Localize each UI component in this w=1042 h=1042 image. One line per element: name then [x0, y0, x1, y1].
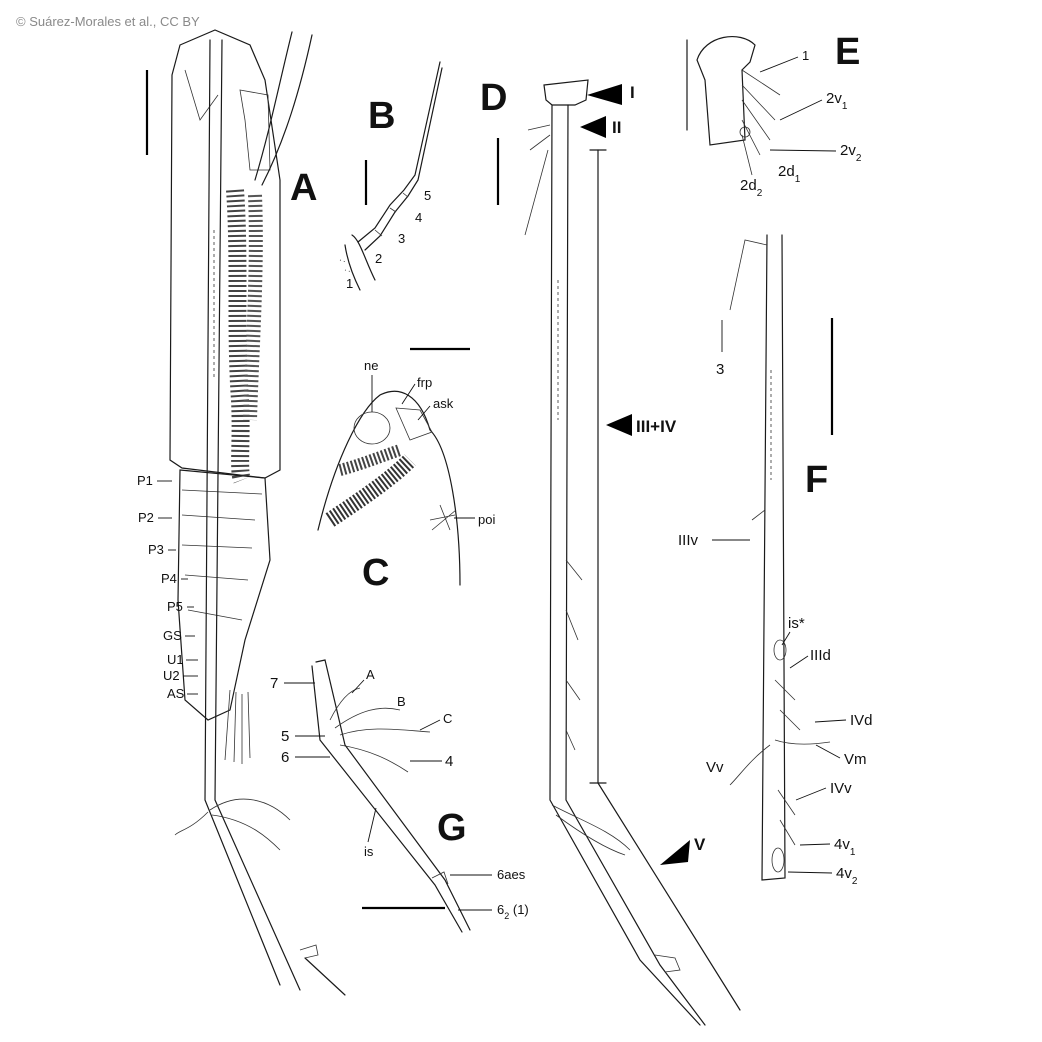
label-b-5: 5 [424, 188, 431, 203]
label-ask: ask [433, 396, 454, 411]
label-b-1: 1 [346, 276, 353, 291]
panel-f-letter: F [805, 459, 828, 501]
label-e-2v2: 2v2 [840, 142, 862, 164]
panel-c-drawing [317, 347, 470, 586]
label-g-6-2-1: 62 (1) [497, 902, 529, 921]
label-b-2: 2 [375, 251, 382, 266]
label-g-4: 4 [445, 753, 453, 770]
arrow-label-iii-iv: III+IV [636, 417, 677, 436]
label-g-7: 7 [270, 675, 278, 692]
label-f-4v1: 4v1 [834, 836, 856, 858]
label-poi: poi [478, 512, 495, 527]
panel-b-drawing [339, 61, 443, 291]
label-p5: P5 [167, 599, 183, 614]
panel-d-arrow-labels: I II III+IV V [612, 83, 706, 854]
label-g-a: A [366, 667, 375, 682]
panel-g-drawing [311, 659, 471, 933]
label-g-6aes: 6aes [497, 867, 526, 882]
label-gs: GS [163, 628, 182, 643]
panel-e-labels: 1 2v1 2v2 2d1 2d2 [740, 48, 862, 199]
panel-d-letter: D [480, 77, 507, 119]
label-g-5: 5 [281, 728, 289, 745]
label-f-4v2: 4v2 [836, 865, 858, 887]
label-f-3: 3 [716, 361, 724, 378]
panel-f-labels: 3 IIIv is* IIId IVd Vm Vv IVv 4v1 4v2 [678, 320, 873, 887]
arrow-label-i: I [630, 83, 635, 102]
label-g-6: 6 [281, 749, 289, 766]
arrow-label-ii: II [612, 118, 621, 137]
label-u2: U2 [163, 668, 180, 683]
label-u1: U1 [167, 652, 184, 667]
label-p4: P4 [161, 571, 177, 586]
panel-e-drawing [686, 36, 781, 176]
label-b-4: 4 [415, 210, 422, 225]
panel-e-letter: E [835, 31, 860, 73]
label-e-2v1: 2v1 [826, 90, 848, 112]
label-g-c: C [443, 711, 452, 726]
label-e-2d1: 2d1 [778, 163, 801, 185]
label-p1: P1 [137, 473, 153, 488]
label-ne: ne [364, 358, 378, 373]
label-f-vv: Vv [706, 759, 724, 776]
label-f-iiiv: IIIv [678, 532, 699, 549]
panel-f-drawing [729, 234, 834, 881]
panel-a-labels: P1 P2 P3 P4 P5 GS U1 U2 AS [137, 473, 198, 701]
panel-d-drawing [496, 79, 741, 1026]
label-g-is: is [364, 844, 374, 859]
label-p3: P3 [148, 542, 164, 557]
arrow-label-v: V [694, 835, 706, 854]
panel-g-labels: 7 A B C 5 6 4 is 6aes 62 (1) [270, 667, 529, 921]
panel-a-drawing [145, 29, 346, 996]
panel-b-letter: B [368, 95, 395, 137]
label-g-b: B [397, 694, 406, 709]
panel-a-letter: A [290, 167, 317, 209]
panel-g-letter: G [437, 807, 467, 849]
label-f-iiid: IIId [810, 647, 831, 664]
label-e-2d2: 2d2 [740, 177, 763, 199]
label-f-vm: Vm [844, 751, 867, 768]
panel-b-labels: 1 2 3 4 5 [346, 188, 431, 291]
label-b-3: 3 [398, 231, 405, 246]
copyright-notice: © Suárez-Morales et al., CC BY [16, 14, 200, 29]
label-frp: frp [417, 375, 432, 390]
label-f-is-star: is* [788, 615, 805, 632]
panel-c-letter: C [362, 552, 389, 594]
label-p2: P2 [138, 510, 154, 525]
label-f-ivv: IVv [830, 780, 852, 797]
panel-c-labels: ne frp ask poi [364, 358, 495, 527]
label-f-ivd: IVd [850, 712, 873, 729]
label-as: AS [167, 686, 185, 701]
label-e-1: 1 [802, 48, 809, 63]
